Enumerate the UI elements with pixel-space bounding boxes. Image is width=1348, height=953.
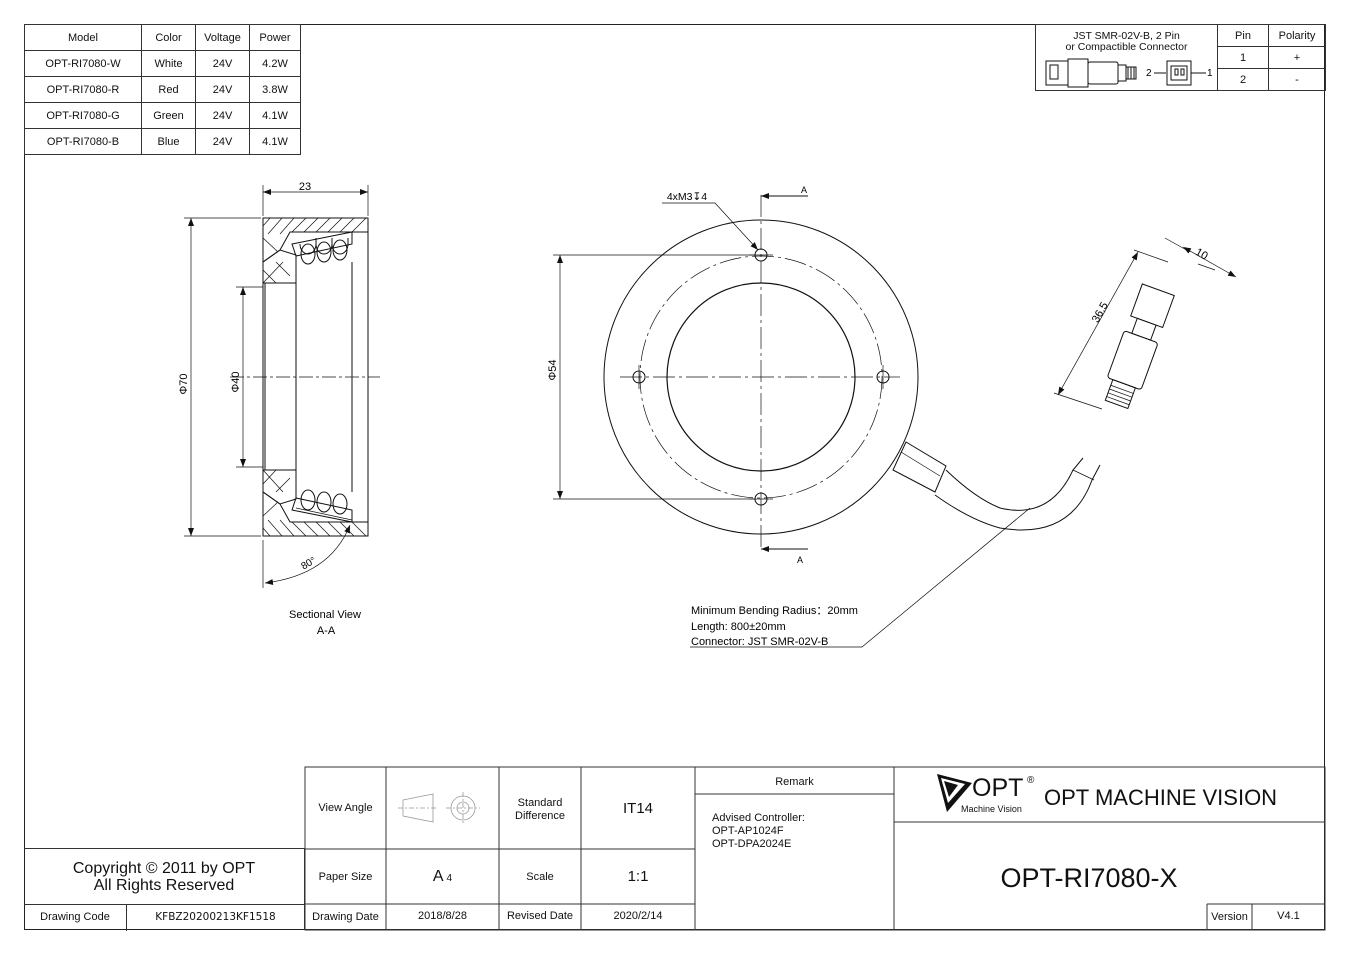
note-connector: Connector: JST SMR-02V-B — [691, 636, 828, 648]
section-label-line2: A-A — [317, 625, 336, 637]
mount-hole — [632, 365, 646, 389]
standard-difference-value: IT14 — [622, 800, 653, 817]
copyright-line1: Copyright © 2011 by OPT — [72, 859, 256, 877]
note-bending-radius: Minimum Bending Radius：20mm — [691, 605, 858, 617]
paper-size-label: Paper Size — [318, 871, 373, 883]
spec-header-row: Model Color Voltage Power — [24, 24, 301, 51]
remark-label: Remark — [775, 776, 814, 788]
connector-title: JST SMR-02V-B, 2 Pin or Compactible Conn… — [1036, 31, 1217, 53]
front-view — [553, 193, 1237, 648]
scale-value: 1:1 — [627, 868, 649, 885]
dim-angle: 80° — [299, 555, 318, 572]
drawing-date-value: 2018/8/28 — [418, 910, 467, 922]
remark-line3: OPT-DPA2024E — [712, 838, 792, 850]
projection-symbol-icon — [398, 792, 480, 824]
section-mark-bottom: A — [797, 555, 803, 565]
cell-power: 4.2W — [249, 50, 301, 77]
pin-label-right: 1 — [1207, 68, 1213, 79]
strain-relief — [892, 441, 947, 493]
pin-header-row: Pin Polarity — [1217, 24, 1326, 47]
connector-box: JST SMR-02V-B, 2 Pin or Compactible Conn… — [1035, 24, 1218, 91]
view-angle-label: View Angle — [318, 802, 373, 814]
dim-outer-diameter: Φ70 — [178, 373, 190, 394]
drawing-code-row: Drawing Code KFBZ20200213KF1518 — [24, 904, 305, 931]
table-row: OPT-RI7080-B Blue 24V 4.1W — [24, 128, 301, 155]
paper-size-number: 4 — [446, 873, 453, 884]
cell-model: OPT-RI7080-B — [24, 128, 142, 155]
drawing-date-label: Drawing Date — [312, 911, 379, 923]
connector-icon: 2 1 — [1045, 58, 1213, 88]
cell-model: OPT-RI7080-G — [24, 102, 142, 129]
cell-model: OPT-RI7080-R — [24, 76, 142, 103]
drawing-code-divider — [126, 905, 127, 931]
part-number: OPT-RI7080-X — [1000, 863, 1178, 893]
dim-pcd: Φ54 — [547, 359, 559, 380]
drawing-code-value: KFBZ20200213KF1518 — [155, 911, 276, 923]
cell-polarity: - — [1268, 68, 1326, 91]
paper-size-letter: A — [432, 868, 444, 885]
copyright-line2: All Rights Reserved — [93, 876, 235, 894]
drawing-code-label: Drawing Code — [40, 911, 110, 923]
cell-color: Blue — [141, 128, 196, 155]
cell-color: Green — [141, 102, 196, 129]
cell-voltage: 24V — [195, 102, 250, 129]
mount-hole — [876, 365, 890, 389]
table-row: 2 - — [1217, 68, 1326, 91]
pin-table: Pin Polarity 1 + 2 - — [1217, 24, 1326, 91]
section-mark-top: A — [801, 185, 807, 195]
version-value: V4.1 — [1277, 910, 1300, 922]
cell-voltage: 24V — [195, 76, 250, 103]
dim-connector-width: 10 — [1193, 246, 1210, 262]
dim-inner-diameter: Φ40 — [230, 371, 242, 392]
opt-logo-icon — [937, 774, 972, 812]
section-label-line1: Sectional View — [289, 609, 361, 621]
logo-registered: ® — [1027, 775, 1035, 786]
scale-label: Scale — [526, 871, 554, 883]
remark-line2: OPT-AP1024F — [712, 825, 784, 837]
sectional-view — [184, 185, 380, 588]
copyright-block: Copyright © 2011 by OPT All Rights Reser… — [24, 848, 305, 904]
standard-difference-label: Standard Difference — [515, 797, 565, 822]
company-name: OPT MACHINE VISION — [1044, 785, 1278, 810]
revised-date-label: Revised Date — [506, 910, 574, 922]
cell-voltage: 24V — [195, 128, 250, 155]
table-row: OPT-RI7080-G Green 24V 4.1W — [24, 102, 301, 129]
dim-section-width: 23 — [299, 181, 311, 193]
remark-line1: Advised Controller: — [712, 812, 805, 824]
logo-text: OPT — [972, 774, 1024, 802]
header-color: Color — [141, 24, 196, 51]
pin-label-left: 2 — [1146, 68, 1152, 79]
title-block-grid — [304, 766, 1326, 931]
header-pin: Pin — [1217, 24, 1269, 47]
spec-table: Model Color Voltage Power OPT-RI7080-W W… — [24, 24, 301, 155]
note-length: Length: 800±20mm — [691, 621, 786, 633]
connector-title-line2: or Compactible Connector — [1065, 41, 1188, 53]
connector-title-line1: JST SMR-02V-B, 2 Pin — [1073, 30, 1180, 42]
dim-connector-length: 36.5 — [1090, 300, 1111, 325]
table-row: OPT-RI7080-R Red 24V 3.8W — [24, 76, 301, 103]
cell-power: 4.1W — [249, 128, 301, 155]
cable — [945, 457, 1084, 511]
version-label: Version — [1211, 911, 1248, 923]
logo-subtitle: Machine Vision — [961, 804, 1022, 814]
hole-callout: 4xM3↧4 — [667, 191, 707, 203]
table-row: OPT-RI7080-W White 24V 4.2W — [24, 50, 301, 77]
revised-date-value: 2020/2/14 — [613, 910, 663, 922]
